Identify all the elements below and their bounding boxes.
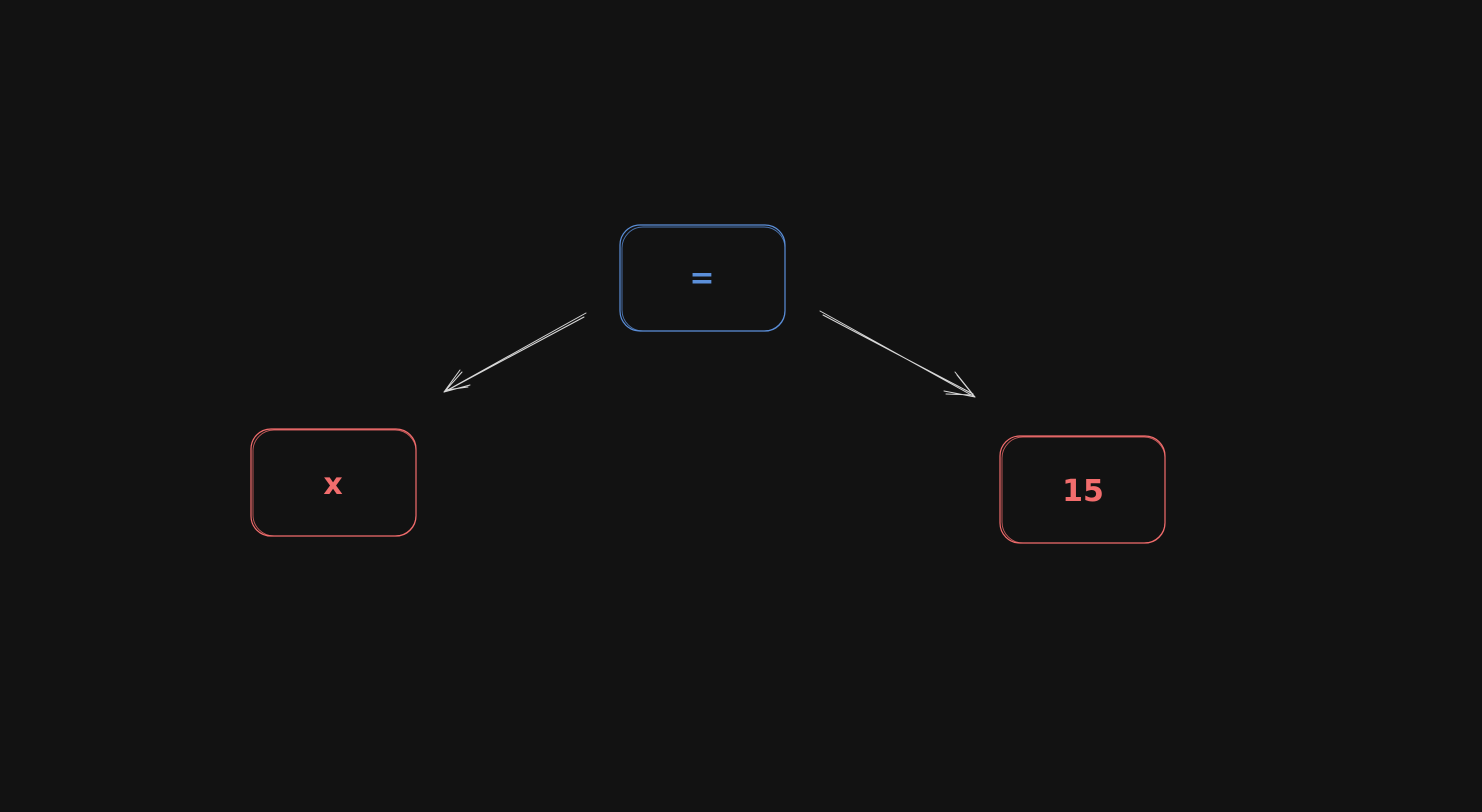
arrow-root-to-right-head xyxy=(943,371,976,398)
left-node-box-sketch xyxy=(252,429,417,537)
root-node-label: = xyxy=(689,261,714,296)
arrow-root-to-left-head xyxy=(443,369,471,393)
left-node[interactable]: x xyxy=(250,428,417,537)
root-node[interactable]: = xyxy=(619,224,786,332)
arrow-root-to-left[interactable] xyxy=(443,312,587,393)
right-node[interactable]: 15 xyxy=(999,435,1166,544)
arrow-root-to-right[interactable] xyxy=(819,310,976,398)
left-node-label: x xyxy=(323,467,342,502)
arrow-root-to-right-shaft xyxy=(819,310,976,398)
right-node-label: 15 xyxy=(1062,474,1104,509)
root-node-box-sketch xyxy=(621,226,786,332)
right-node-box-sketch xyxy=(1001,436,1166,544)
arrow-root-to-left-shaft xyxy=(443,312,587,393)
